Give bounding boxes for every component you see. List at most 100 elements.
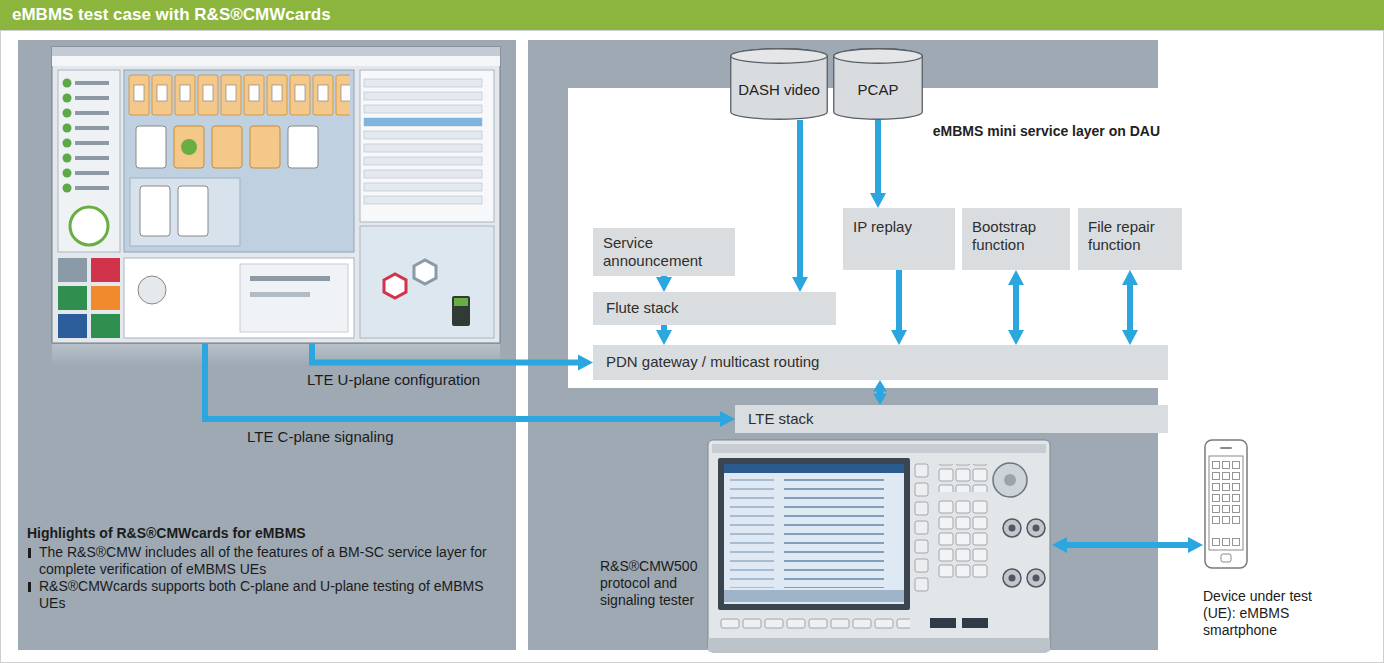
dialog-line <box>250 292 310 297</box>
workspace <box>124 70 354 252</box>
arrow-head <box>1008 270 1024 285</box>
rf-connector <box>1027 569 1045 587</box>
dialog-area <box>124 258 354 338</box>
toolbar <box>52 56 500 66</box>
arrow-head <box>1122 330 1138 345</box>
arrow-head <box>656 277 672 292</box>
cmw500-instrument <box>708 440 1050 652</box>
dock <box>1211 537 1241 548</box>
left-column <box>58 70 120 252</box>
device-label: R&S®CMW500 protocol and signaling tester <box>600 558 704 609</box>
stack-box: LTE stack <box>735 405 1168 433</box>
phone-body <box>1205 440 1247 568</box>
connector-line <box>797 120 803 283</box>
software-screenshot <box>52 47 500 343</box>
text-group: eMBMS mini service layer on DAU <box>933 122 1160 140</box>
left-panel-ground <box>18 40 516 650</box>
arrow-head <box>720 411 735 427</box>
stack-box: Flute stack <box>593 292 836 325</box>
arrow-head <box>1052 537 1067 553</box>
connector <box>792 120 808 292</box>
housing <box>708 440 1050 652</box>
highlights-panel: Highlights of R&S®CMWcards for eMBMSThe … <box>18 40 516 650</box>
dialog-line <box>250 276 330 281</box>
arrow-head <box>891 330 907 345</box>
gateway-box: PDN gateway / multicast routing <box>593 345 1168 380</box>
text-group: Device under test (UE): eMBMS smartphone <box>1203 588 1325 639</box>
smartphone <box>1205 440 1247 568</box>
connector <box>656 276 672 292</box>
connector-line <box>1061 542 1194 548</box>
cylinder-body <box>731 49 828 119</box>
arrow-head <box>1122 270 1138 285</box>
card <box>212 126 242 168</box>
ue-screen <box>454 298 468 306</box>
card <box>174 126 204 168</box>
device-under-test: Device under test (UE): eMBMS smartphone <box>1203 436 1338 648</box>
arrow-head <box>578 355 593 371</box>
node-label: DASH video <box>738 81 820 99</box>
knob-center <box>1004 474 1016 486</box>
node-label: PCAP <box>858 81 899 99</box>
connector-pin <box>1009 525 1016 532</box>
cylinder-top <box>834 49 923 64</box>
dialog <box>240 264 348 332</box>
bottom-buttons <box>720 618 910 630</box>
connector-line <box>312 343 584 363</box>
list-rows <box>360 76 494 206</box>
card <box>140 186 170 236</box>
bullet-text: The R&S®CMW includes all of the features… <box>27 544 507 578</box>
text-group: Highlights of R&S®CMWcards for eMBMSThe … <box>27 524 507 612</box>
process-box: Service announcement <box>593 228 735 276</box>
tile <box>91 258 120 282</box>
connector <box>312 343 593 371</box>
arrow-head <box>792 277 808 292</box>
connector-line <box>1013 279 1019 336</box>
arrow-head <box>873 380 887 392</box>
connector <box>870 120 886 208</box>
app-grid <box>1211 460 1241 526</box>
device-label: Device under test (UE): eMBMS smartphone <box>1203 588 1325 639</box>
card <box>136 126 166 168</box>
page-frame <box>1 31 1384 663</box>
card <box>178 186 208 236</box>
connector-line <box>875 120 881 199</box>
phone-screen <box>1209 456 1243 550</box>
title: eMBMS test case with R&S®CMWcards <box>0 0 1384 30</box>
rf-connector <box>1003 519 1021 537</box>
node-label: Flute stack <box>606 299 823 317</box>
bullet-text: R&S®CMWcards supports both C-plane and U… <box>27 578 507 612</box>
node-label: PDN gateway / multicast routing <box>606 353 1155 371</box>
data-store: DASH video <box>730 48 828 120</box>
screen-header <box>724 464 904 473</box>
data-store: PCAP <box>833 48 923 120</box>
rf-connector <box>1027 519 1045 537</box>
usb-port <box>930 618 956 628</box>
connector-pin <box>1009 575 1016 582</box>
cylinder-body <box>834 49 923 120</box>
service-layer-group: eMBMS mini service layer on DAU Service a… <box>568 88 1190 388</box>
tile <box>58 286 87 310</box>
connector <box>873 380 887 405</box>
rotary-knob <box>993 463 1027 497</box>
card-row <box>128 74 350 118</box>
card-icon <box>181 139 197 155</box>
node-label: LTE stack <box>748 410 1155 428</box>
window-titlebar <box>52 47 500 56</box>
ue-icon <box>452 296 470 326</box>
text-group: R&S®CMW500 protocol and signaling tester <box>600 558 704 609</box>
connector-line <box>896 270 902 336</box>
tile <box>91 314 120 338</box>
sub-panel <box>130 178 240 246</box>
connector <box>1052 537 1203 553</box>
rf-connector <box>1003 569 1021 587</box>
selected-row <box>364 118 482 126</box>
process-box: File repair function <box>1078 208 1182 270</box>
softkeys <box>914 462 930 596</box>
cell-hexagon <box>414 260 436 284</box>
node-label: IP replay <box>853 218 945 236</box>
tile <box>91 286 120 310</box>
cell-view <box>360 226 494 338</box>
arrow-head <box>656 330 672 345</box>
